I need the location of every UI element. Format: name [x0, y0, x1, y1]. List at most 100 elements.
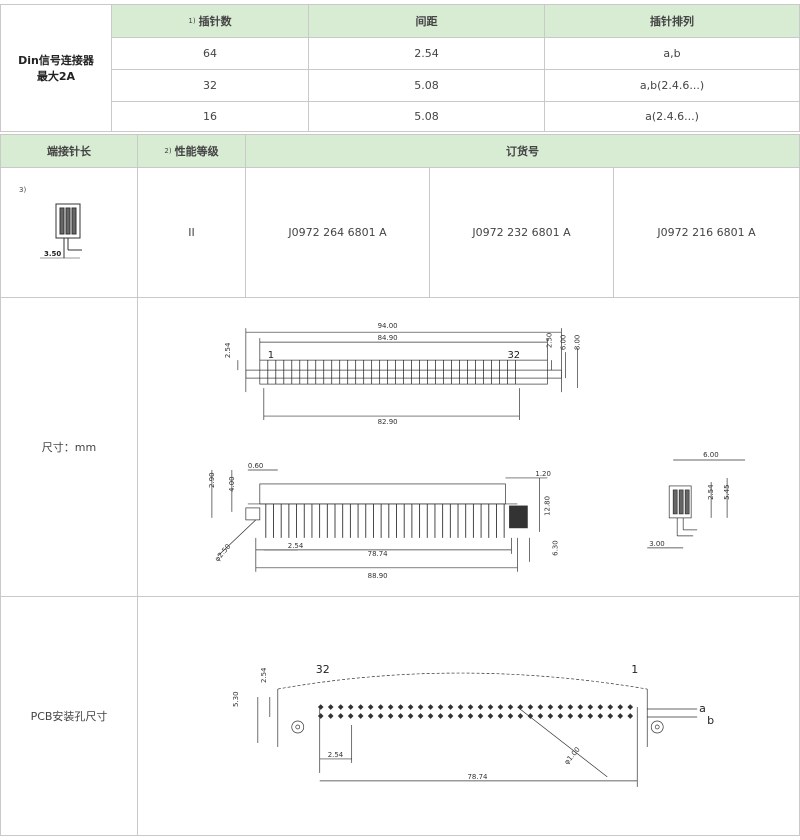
pcb-hole	[477, 704, 484, 710]
header-performance: 2)性能等级	[137, 135, 245, 167]
pcb-dim-phi100: φ1.00	[563, 746, 582, 767]
pcb-row-a: a	[699, 702, 706, 715]
dim-8290: 82.90	[378, 418, 398, 426]
pcb-hole	[607, 713, 614, 719]
pcb-hole	[527, 713, 534, 719]
header-pitch-label: 间距	[415, 15, 438, 28]
header-arrangement: 插针排列	[544, 5, 799, 37]
row3-pins: 16	[111, 101, 308, 131]
pcb-hole	[607, 704, 614, 710]
pcb-hole	[597, 704, 604, 710]
dim-120: 1.20	[535, 470, 551, 478]
pcb-hole	[517, 704, 524, 710]
order-table: 端接针长 2)性能等级 订货号 3) 3.50	[0, 134, 800, 298]
header-arrangement-label: 插针排列	[650, 15, 694, 28]
pcb-hole	[567, 713, 574, 719]
pcb-hole	[467, 713, 474, 719]
pcb-hole	[427, 704, 434, 710]
header-pin-count: 1)插针数	[111, 5, 308, 37]
top-pin-first: 1	[268, 350, 274, 361]
dim-400: 4.00	[228, 476, 236, 492]
pcb-hole	[317, 713, 324, 719]
pcb-hole	[497, 713, 504, 719]
dim-front-254: 2.54	[288, 542, 304, 550]
header-pitch: 间距	[308, 5, 544, 37]
header-footnote-2: 2)	[164, 147, 172, 155]
pcb-hole	[557, 704, 564, 710]
pcb-hole	[597, 713, 604, 719]
header-pin-length: 端接针长	[1, 135, 137, 167]
pcb-dim-254-v: 2.54	[260, 667, 268, 683]
pcb-hole	[407, 713, 414, 719]
pcb-hole	[377, 704, 384, 710]
header-performance-label: 性能等级	[174, 145, 219, 158]
pcb-dim-530: 5.30	[232, 691, 240, 707]
pcb-hole	[627, 713, 634, 719]
pcb-hole	[357, 704, 364, 710]
pcb-hole	[427, 713, 434, 719]
connector-title-line2: 最大2A	[36, 70, 76, 83]
top-view-pins	[267, 360, 516, 385]
front-view-pins	[265, 503, 505, 538]
pcb-hole-grid	[317, 704, 634, 719]
pcb-hole	[497, 704, 504, 710]
pcb-hole	[337, 704, 344, 710]
dimensions-section: 尺寸：mm	[0, 297, 800, 597]
pcb-hole	[527, 704, 534, 710]
side-dim-254: 2.54	[707, 484, 715, 500]
dim-060: 0.60	[248, 462, 264, 470]
footnote-3: 3)	[19, 186, 27, 194]
pcb-drawing: 32 1 a b 5.30 2.54 2.54 78.74 φ1.00	[232, 663, 714, 787]
row1-pitch: 2.54	[308, 37, 544, 69]
pcb-hole	[567, 704, 574, 710]
pcb-hole	[387, 704, 394, 710]
dim-top-254: 2.54	[224, 342, 232, 358]
pcb-hole	[587, 704, 594, 710]
dimensions-label: 尺寸：mm	[41, 441, 97, 454]
row2-pins: 32	[111, 69, 308, 101]
pcb-hole	[327, 713, 334, 719]
part-number-2: J0972 232 6801 A	[429, 167, 613, 297]
pcb-hole	[457, 713, 464, 719]
pcb-hole	[557, 713, 564, 719]
dim-8890: 88.90	[368, 572, 388, 580]
dim-94: 94.00	[378, 322, 398, 330]
row2-arrangement: a,b(2.4.6...)	[544, 69, 799, 101]
pcb-hole	[507, 713, 514, 719]
dimensions-drawing-cell: 1 32 94.00 84.90 82.90 2.54 2.50 6.00 8.…	[137, 298, 799, 596]
pcb-hole	[347, 704, 354, 710]
dim-7874: 78.74	[368, 550, 389, 558]
pcb-hole	[547, 704, 554, 710]
pcb-hole	[487, 704, 494, 710]
pin-length-cell: 3) 3.50	[1, 167, 137, 297]
pcb-hole	[547, 713, 554, 719]
pcb-hole	[407, 704, 414, 710]
pcb-hole	[617, 713, 624, 719]
pcb-label: PCB安装孔尺寸	[30, 710, 108, 723]
pcb-hole	[327, 704, 334, 710]
header-footnote-1: 1)	[188, 17, 196, 25]
row1-arrangement: a,b	[544, 37, 799, 69]
pcb-hole	[457, 704, 464, 710]
spec-table: Din信号连接器 最大2A 1)插针数 间距 插针排列 64 2.54 a,b …	[0, 4, 800, 132]
dim-290: 2.90	[208, 472, 216, 488]
header-order-no: 订货号	[245, 135, 799, 167]
pcb-hole	[437, 713, 444, 719]
pin-length-drawing: 3.50	[40, 203, 82, 258]
pcb-hole	[477, 713, 484, 719]
pcb-hole	[397, 713, 404, 719]
pin-length-dim: 3.50	[44, 250, 61, 258]
dim-1280: 12.80	[543, 496, 551, 516]
pcb-hole	[577, 704, 584, 710]
pcb-hole	[367, 713, 374, 719]
pcb-hole	[587, 713, 594, 719]
dim-8490: 84.90	[378, 334, 398, 342]
row3-arrangement: a(2.4.6...)	[544, 101, 799, 131]
side-dim-300: 3.00	[649, 540, 665, 548]
pcb-hole	[417, 713, 424, 719]
connector-title-line1: Din信号连接器	[18, 54, 94, 67]
pcb-hole	[627, 704, 634, 710]
connector-title: Din信号连接器 最大2A	[1, 5, 111, 131]
pcb-pin-first: 32	[316, 663, 330, 676]
pcb-hole	[417, 704, 424, 710]
